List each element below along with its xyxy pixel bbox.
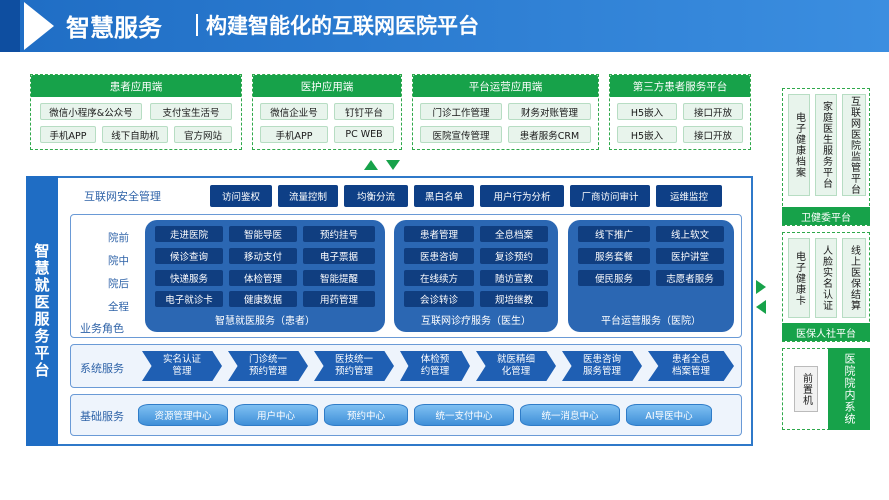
security-ops-monitor: 运维监控 <box>656 185 722 207</box>
system-services-label: 系统服务 <box>80 362 124 375</box>
base-item-payment: 统一支付中心 <box>414 404 514 426</box>
arrow-left-icon <box>756 300 766 314</box>
chip-alipay: 支付宝生活号 <box>150 103 232 120</box>
chip-api-2: 接口开放 <box>683 126 743 143</box>
title-separator <box>196 14 198 36</box>
doctor-item: 复诊预约 <box>480 248 548 264</box>
hospital-item: 服务套餐 <box>578 248 650 264</box>
system-item-fine-mgmt: 就医精细 化管理 <box>476 351 556 381</box>
yibao-item-settlement: 线上医保结算 <box>842 238 866 318</box>
doctor-item: 医患咨询 <box>404 248 474 264</box>
doctor-item: 随访宣教 <box>480 270 548 286</box>
base-item-resource: 资源管理中心 <box>138 404 228 426</box>
patient-item: 电子就诊卡 <box>155 291 223 307</box>
security-behavior-analysis: 用户行为分析 <box>480 185 564 207</box>
chip-h5-1: H5嵌入 <box>617 103 677 120</box>
patient-item: 用药管理 <box>303 291 375 307</box>
page-title: 智慧服务 <box>66 14 162 42</box>
header-accent-block <box>0 0 20 52</box>
base-item-message: 统一消息中心 <box>520 404 620 426</box>
patient-item: 快递服务 <box>155 270 223 286</box>
hospital-item: 线下推广 <box>578 226 650 242</box>
group-title: 患者应用端 <box>31 75 241 97</box>
doctor-service-title: 互联网诊疗服务（医生） <box>421 315 531 327</box>
wei-item-ehr: 电子健康档案 <box>788 94 810 196</box>
chip-wecom: 微信企业号 <box>260 103 328 120</box>
base-item-ai-guide: AI导医中心 <box>626 404 712 426</box>
chip-publicity: 医院宣传管理 <box>420 126 502 143</box>
chip-mobile-app: 手机APP <box>40 126 96 143</box>
doctor-item: 在线续方 <box>404 270 474 286</box>
patient-item: 体检管理 <box>229 270 297 286</box>
page-subtitle: 构建智能化的互联网医院平台 <box>206 14 479 38</box>
chip-dingtalk: 钉钉平台 <box>334 103 394 120</box>
security-load-balance: 均衡分流 <box>344 185 408 207</box>
group-title: 平台运营应用端 <box>413 75 598 97</box>
chip-api-1: 接口开放 <box>683 103 743 120</box>
system-item-checkup: 体检预 约管理 <box>400 351 470 381</box>
system-item-consult: 医患咨询 服务管理 <box>562 351 642 381</box>
chip-outpatient: 门诊工作管理 <box>420 103 502 120</box>
patient-item: 电子票据 <box>303 248 375 264</box>
arrow-down-icon <box>386 160 400 170</box>
hospital-service-title: 平台运营服务（医院） <box>601 315 701 327</box>
chip-finance: 财务对账管理 <box>508 103 591 120</box>
system-item-realname: 实名认证 管理 <box>142 351 222 381</box>
hospital-item: 线上软文 <box>656 226 724 242</box>
patient-item: 候诊查询 <box>155 248 223 264</box>
hospital-inner-system: 医院院内系统 <box>828 348 870 430</box>
chip-staff-app: 手机APP <box>260 126 328 143</box>
patient-item: 健康数据 <box>229 291 297 307</box>
arrow-up-icon <box>364 160 378 170</box>
wei-platform-bar: 卫健委平台 <box>782 207 870 225</box>
chip-pc-web: PC WEB <box>334 126 394 143</box>
header-bar <box>0 0 889 52</box>
system-item-medtech: 医技统一 预约管理 <box>314 351 394 381</box>
chip-wechat: 微信小程序&公众号 <box>40 103 142 120</box>
system-item-archive: 患者全息 档案管理 <box>648 351 734 381</box>
hospital-item: 便民服务 <box>578 270 650 286</box>
security-vendor-audit: 厂商访问审计 <box>570 185 650 207</box>
platform-side-label: 智慧就医服务平台 <box>26 176 58 446</box>
chip-crm: 患者服务CRM <box>508 126 591 143</box>
header-arrow-icon <box>24 2 54 50</box>
doctor-item: 会诊转诊 <box>404 291 474 307</box>
yibao-platform-bar: 医保人社平台 <box>782 323 870 341</box>
hospital-item: 志愿者服务 <box>656 270 724 286</box>
security-label: 互联网安全管理 <box>84 190 161 203</box>
group-title: 医护应用端 <box>253 75 401 97</box>
doctor-item: 全息档案 <box>480 226 548 242</box>
base-item-user: 用户中心 <box>234 404 318 426</box>
base-services-label: 基础服务 <box>80 410 124 423</box>
doctor-item: 规培继教 <box>480 291 548 307</box>
stage-post: 院后 <box>108 278 129 290</box>
security-traffic-control: 流量控制 <box>278 185 338 207</box>
hospital-item: 医护讲堂 <box>656 248 724 264</box>
business-role-label: 业务角色 <box>80 322 124 335</box>
security-blacklist: 黑白名单 <box>414 185 474 207</box>
patient-item: 智能提醒 <box>303 270 375 286</box>
chip-h5-2: H5嵌入 <box>617 126 677 143</box>
patient-item: 移动支付 <box>229 248 297 264</box>
yibao-item-health-card: 电子健康卡 <box>788 238 810 318</box>
wei-item-family-doctor: 家庭医生服务平台 <box>815 94 837 196</box>
arrow-right-icon <box>756 280 766 294</box>
chip-kiosk: 线下自助机 <box>102 126 168 143</box>
chip-website: 官方网站 <box>174 126 232 143</box>
patient-item: 走进医院 <box>155 226 223 242</box>
patient-item: 预约挂号 <box>303 226 375 242</box>
patient-item: 智能导医 <box>229 226 297 242</box>
stage-mid: 院中 <box>108 255 129 267</box>
patient-service-title: 智慧就医服务（患者） <box>215 315 315 327</box>
base-item-appointment: 预约中心 <box>324 404 408 426</box>
stage-full: 全程 <box>108 301 129 313</box>
yibao-item-face-auth: 人脸实名认证 <box>815 238 837 318</box>
doctor-item: 患者管理 <box>404 226 474 242</box>
stage-pre: 院前 <box>108 232 129 244</box>
group-title: 第三方患者服务平台 <box>610 75 750 97</box>
front-end-processor: 前置机 <box>794 366 818 412</box>
security-access-auth: 访问鉴权 <box>210 185 272 207</box>
wei-item-supervision: 互联网医院监管平台 <box>842 94 866 196</box>
system-item-outpatient: 门诊统一 预约管理 <box>228 351 308 381</box>
